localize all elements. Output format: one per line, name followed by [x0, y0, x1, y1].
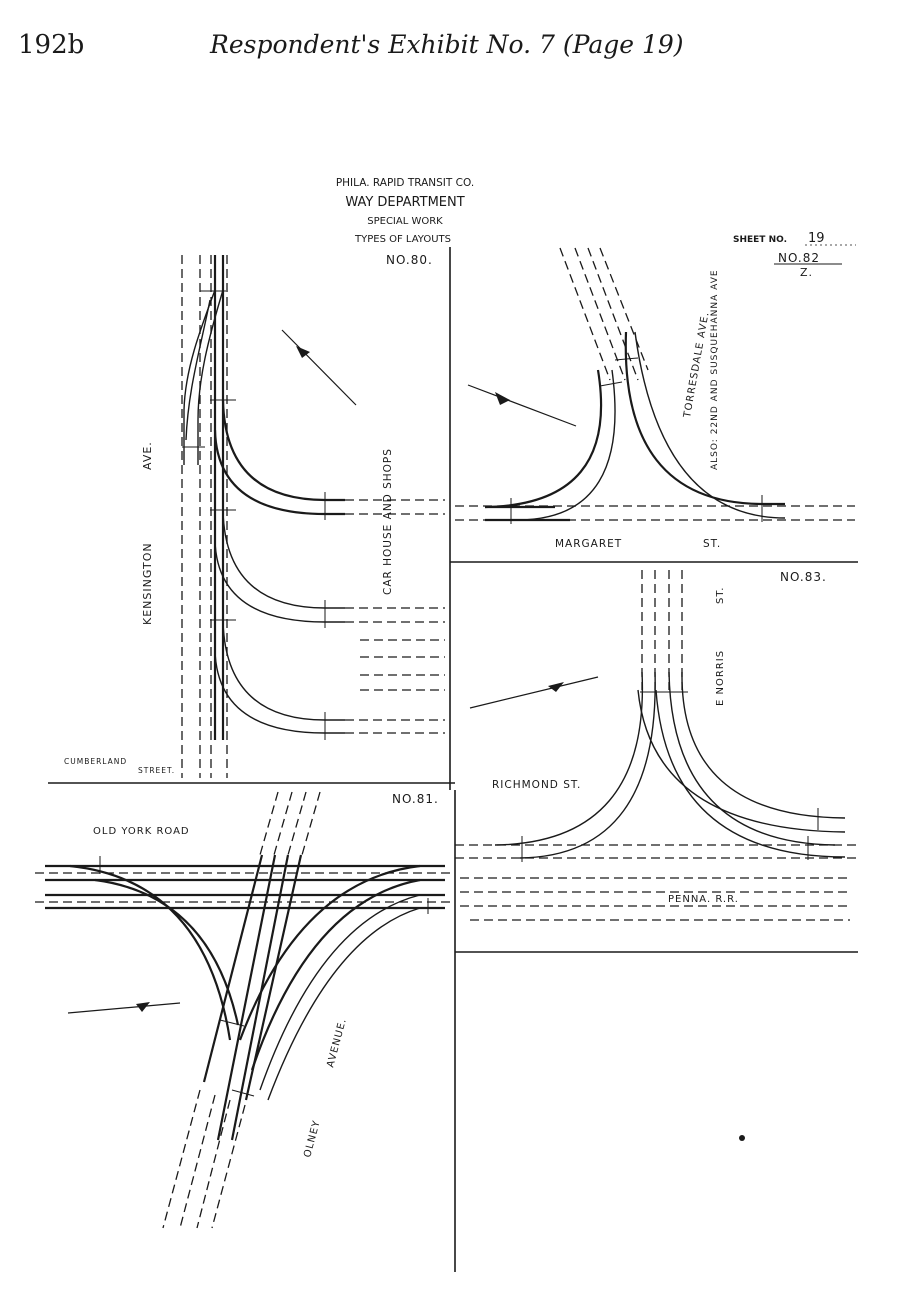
street-label-street: STREET. — [138, 766, 175, 775]
north-arrow-icon — [281, 329, 357, 406]
street-label-torresdale-ave: TORRESDALE AVE. — [682, 311, 712, 420]
north-arrow-icon — [467, 384, 577, 427]
street-label-margaret-st: ST. — [703, 538, 721, 550]
page-number: 192b — [18, 30, 85, 60]
department-name: WAY DEPARTMENT — [345, 195, 464, 210]
also-note-susquehanna: ALSO: 22ND AND SUSQUEHANNA AVE — [710, 269, 720, 470]
company-name: PHILA. RAPID TRANSIT CO. — [336, 177, 474, 189]
street-label-margaret: MARGARET — [555, 538, 622, 550]
street-label-olney: OLNEY — [302, 1119, 323, 1159]
car-house-label: CAR HOUSE AND SHOPS — [382, 448, 394, 595]
layout-label-no-81: NO.81. — [392, 792, 439, 806]
layout-label-no-83: NO.83. — [780, 570, 827, 584]
north-arrow-icon — [469, 676, 599, 709]
railroad-label-penna-rr: PENNA. R.R. — [668, 894, 739, 905]
drawing-subject: SPECIAL WORK — [367, 216, 443, 227]
print-speck — [739, 1135, 745, 1141]
sheet-label: SHEET NO. — [733, 235, 787, 245]
street-label-old-york-road: OLD YORK ROAD — [93, 826, 190, 837]
layout-no-82: NO.82 Z. TORRESDALE AVE. ALSO: 22ND AND … — [455, 247, 855, 550]
street-label-norris-st: ST. — [715, 587, 726, 604]
street-label-e-norris: E NORRIS — [715, 650, 726, 706]
layout-sublabel-z: Z. — [800, 266, 813, 279]
layout-no-80: NO.80. — [64, 253, 445, 778]
panel-frame — [48, 247, 858, 1272]
north-arrow-icon — [67, 1002, 181, 1014]
street-label-kensington: KENSINGTON — [141, 542, 154, 625]
street-label-avenue: AVENUE. — [325, 1017, 349, 1069]
layout-no-81: NO.81. — [35, 791, 450, 1229]
exhibit-title: Respondent's Exhibit No. 7 (Page 19) — [210, 30, 684, 59]
layout-no-83: NO.83. E NORRIS ST. RICHMOND ST. PE — [455, 570, 858, 921]
page-header: 192b Respondent's Exhibit No. 7 (Page 19… — [0, 0, 900, 70]
street-label-cumberland: CUMBERLAND — [64, 757, 127, 766]
street-label-richmond-st: RICHMOND ST. — [492, 779, 581, 791]
street-label-kensington-ave: AVE. — [141, 441, 154, 470]
title-block: PHILA. RAPID TRANSIT CO. WAY DEPARTMENT … — [336, 177, 856, 246]
layout-label-no-80: NO.80. — [386, 253, 433, 267]
layout-label-no-82: NO.82 — [778, 251, 820, 265]
sheet-number: 19 — [808, 231, 825, 246]
drawing-subtitle: TYPES OF LAYOUTS — [354, 234, 451, 245]
